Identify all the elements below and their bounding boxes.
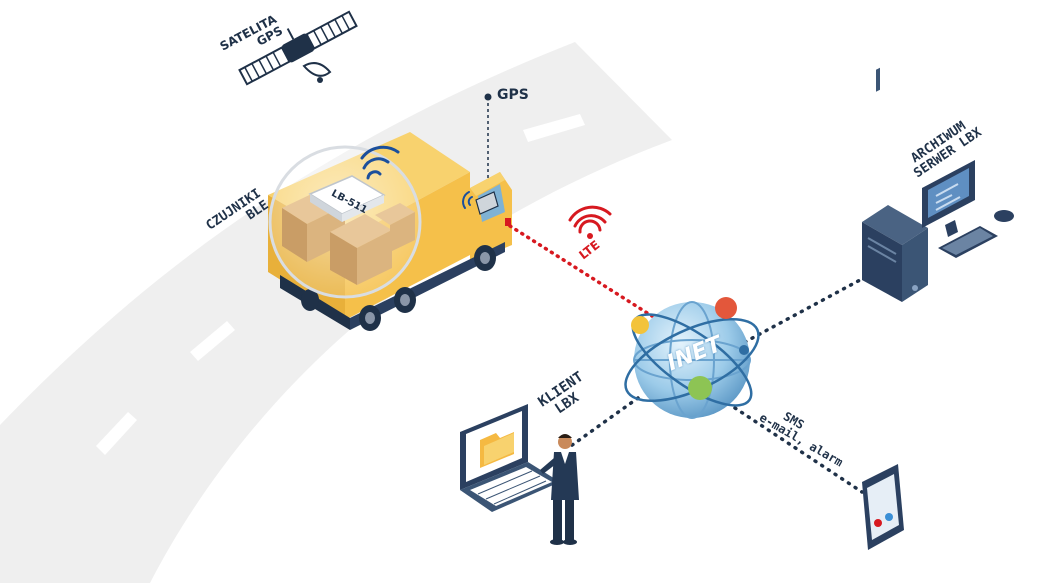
satellite-icon — [238, 10, 358, 86]
ble-sensor-icon — [268, 145, 422, 299]
laptop-icon — [460, 404, 560, 512]
network-links — [566, 278, 864, 494]
globe-icon — [624, 297, 760, 419]
gps-label: GPS — [497, 88, 529, 103]
road-markings — [96, 114, 585, 455]
gps-label-text: GPS — [497, 87, 529, 103]
server-icon — [862, 205, 928, 302]
smartphone-icon — [862, 67, 904, 550]
gps-device-icon — [462, 191, 499, 215]
folder-icon — [480, 432, 514, 468]
person-icon — [540, 434, 579, 545]
lte-signal-icon — [568, 205, 612, 239]
monitor-icon — [922, 160, 975, 237]
keyboard-icon — [938, 210, 1014, 258]
gps-pointer — [484, 93, 492, 185]
lte-link — [508, 224, 654, 318]
